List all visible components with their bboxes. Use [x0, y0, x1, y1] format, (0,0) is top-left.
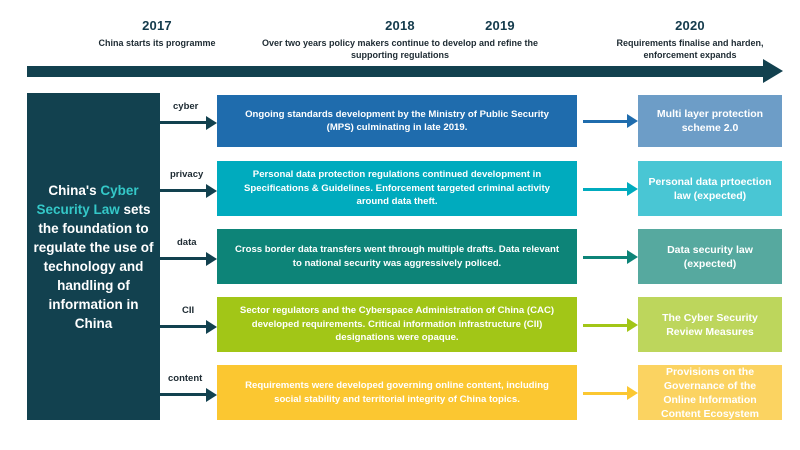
milestone-text: Requirements were developed governing on…: [245, 380, 549, 405]
timeline-year-label: 2019: [485, 18, 515, 33]
timeline-year-label: 2020: [675, 18, 705, 33]
timeline-marker-2018: 2018 Over two years policy makers contin…: [250, 18, 550, 61]
milestone-box-middle: Personal data protection regulations con…: [217, 161, 577, 216]
timeline-description: Over two years policy makers continue to…: [261, 38, 539, 60]
timeline-description: Requirements finalise and harden, enforc…: [616, 38, 764, 60]
connector-right-arrow-icon: [627, 318, 638, 332]
connector-right-line: [583, 119, 627, 123]
connector-left-arrow-icon: [206, 251, 217, 266]
milestone-box-middle: Requirements were developed governing on…: [217, 365, 577, 420]
hero-text-accent: Cyber Security Law: [36, 182, 139, 217]
outcome-text: Personal data prtoection law (expected): [648, 175, 772, 202]
milestone-text: Personal data protection regulations con…: [243, 169, 551, 208]
hero-text-part1: China's: [48, 182, 101, 198]
outcome-box: Personal data prtoection law (expected): [638, 161, 782, 216]
timeline-description: China starts its programme: [98, 38, 216, 48]
outcome-text: Multi layer protection scheme 2.0: [656, 108, 764, 134]
connector-right-line: [583, 255, 627, 259]
connector-left-arrow-icon: [206, 387, 217, 402]
outcome-box: The Cyber Security Review Measures: [638, 297, 782, 352]
outcome-text: The Cyber Security Review Measures: [662, 311, 758, 338]
connector-right-arrow-icon: [627, 114, 638, 128]
timeline-marker-2020: 2020 Requirements finalise and harden, e…: [595, 18, 785, 61]
row-tag-content: content: [168, 373, 203, 384]
outcome-box: Multi layer protection scheme 2.0: [638, 95, 782, 147]
milestone-text: Cross border data transfers went through…: [234, 244, 560, 269]
outcome-text: Provisions on the Governance of the Onli…: [660, 365, 760, 420]
timeline-marker-2017: 2017 China starts its programme: [47, 18, 267, 49]
connector-right-arrow-icon: [627, 182, 638, 196]
row-tag-data: data: [177, 237, 197, 248]
milestone-box-middle: Sector regulators and the Cyberspace Adm…: [217, 297, 577, 352]
connector-right-arrow-icon: [627, 386, 638, 400]
hero-panel: China's Cyber Security Law sets the foun…: [27, 93, 160, 420]
timeline-marker-2019: 2019: [430, 18, 570, 33]
connector-left-line: [160, 189, 206, 192]
connector-right-line: [583, 323, 627, 327]
connector-left-line: [160, 257, 206, 260]
connector-left-line: [160, 325, 206, 328]
connector-left-arrow-icon: [206, 183, 217, 198]
connector-right-line: [583, 187, 627, 191]
row-tag-cyber: cyber: [173, 101, 199, 112]
connector-left-line: [160, 393, 206, 396]
outcome-box: Provisions on the Governance of the Onli…: [638, 365, 782, 420]
connector-left-arrow-icon: [206, 115, 217, 130]
milestone-text: Ongoing standards development by the Min…: [245, 108, 549, 134]
timeline-year-label: 2018: [385, 18, 415, 33]
connector-left-line: [160, 121, 206, 124]
timeline-year-label: 2017: [142, 18, 172, 33]
milestone-box-middle: Ongoing standards development by the Min…: [217, 95, 577, 147]
milestone-text: Sector regulators and the Cyberspace Adm…: [239, 305, 555, 344]
connector-left-arrow-icon: [206, 319, 217, 334]
row-tag-privacy: privacy: [170, 169, 204, 180]
hero-text-part2: sets the foundation to regulate the use …: [33, 201, 154, 331]
connector-right-arrow-icon: [627, 250, 638, 264]
row-tag-cii: CII: [182, 305, 195, 316]
timeline-arrow-icon: [763, 59, 783, 83]
hero-text: China's Cyber Security Law sets the foun…: [33, 181, 154, 333]
milestone-box-middle: Cross border data transfers went through…: [217, 229, 577, 284]
timeline-axis-bar: [27, 66, 769, 77]
outcome-box: Data security law (expected): [638, 229, 782, 284]
outcome-text: Data security law (expected): [667, 243, 753, 270]
connector-right-line: [583, 391, 627, 395]
